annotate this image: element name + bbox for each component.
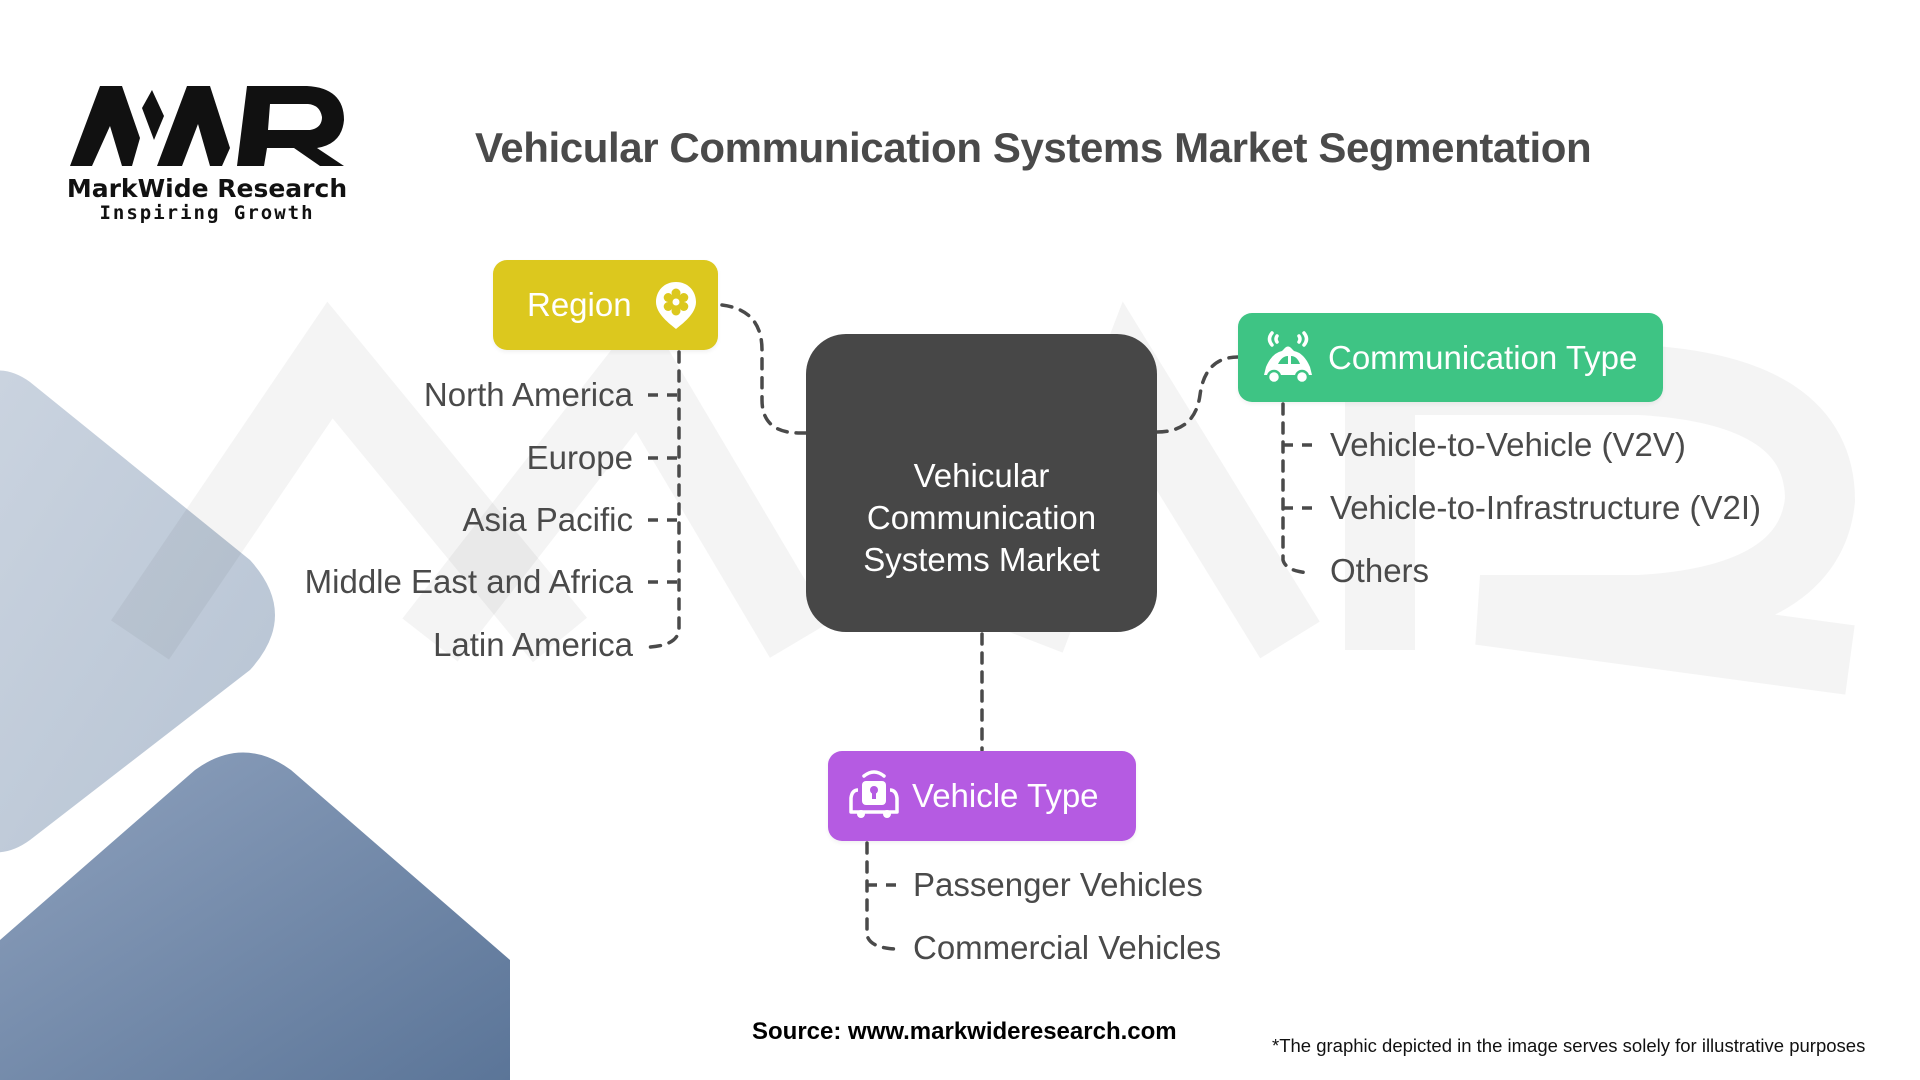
- connector-region-list: [648, 350, 681, 649]
- decor-shape-dark: [0, 752, 510, 1080]
- disclaimer-footnote: *The graphic depicted in the image serve…: [1272, 1035, 1866, 1056]
- logo-mark-icon: [70, 86, 344, 166]
- communication-type-item: Vehicle-to-Vehicle (V2V): [1330, 426, 1686, 463]
- vehicle-type-item: Passenger Vehicles: [913, 866, 1203, 903]
- connector-center-comm: [1155, 355, 1240, 434]
- connector-region-center: [720, 303, 808, 435]
- segment-label-region: Region: [527, 286, 632, 323]
- center-node-line-3: Systems Market: [863, 541, 1100, 578]
- decor-shape-light: [0, 370, 275, 853]
- communication-type-item: Others: [1330, 552, 1430, 589]
- region-item: Asia Pacific: [462, 501, 633, 538]
- communication-type-item: Vehicle-to-Infrastructure (V2I): [1330, 489, 1761, 526]
- connected-car-icon: [1264, 331, 1312, 385]
- vehicle-type-item: Commercial Vehicles: [913, 929, 1222, 966]
- logo-name: MarkWide Research: [66, 174, 348, 203]
- segment-node-vehicle-type: Vehicle Type: [828, 751, 1136, 841]
- connector-vehicle-list: [865, 841, 898, 951]
- segment-node-region: Region: [493, 260, 718, 350]
- region-item: Middle East and Africa: [304, 563, 633, 600]
- region-item: North America: [423, 376, 633, 413]
- center-node-line-1: Vehicular: [913, 457, 1050, 494]
- source-credit: Source: www.markwideresearch.com: [752, 1018, 1177, 1045]
- segment-node-communication-type: Communication Type: [1238, 313, 1663, 402]
- location-pin-gear-icon: [656, 282, 696, 329]
- secure-vehicle-icon: [849, 770, 899, 818]
- segment-label-communication-type: Communication Type: [1328, 338, 1638, 376]
- center-node: Vehicular Communication Systems Market: [806, 334, 1157, 632]
- page-title: Vehicular Communication Systems Market S…: [475, 124, 1592, 171]
- region-item: Latin America: [433, 626, 633, 663]
- connector-comm-list: [1281, 402, 1314, 575]
- region-item: Europe: [526, 439, 633, 476]
- logo: MarkWide Research Inspiring Growth: [62, 78, 362, 228]
- branch-ticks: [648, 393, 1314, 887]
- segment-label-vehicle-type: Vehicle Type: [912, 777, 1099, 814]
- connectors: [648, 303, 1314, 951]
- logo-tagline: Inspiring Growth: [99, 202, 315, 224]
- center-node-line-2: Communication: [866, 499, 1097, 536]
